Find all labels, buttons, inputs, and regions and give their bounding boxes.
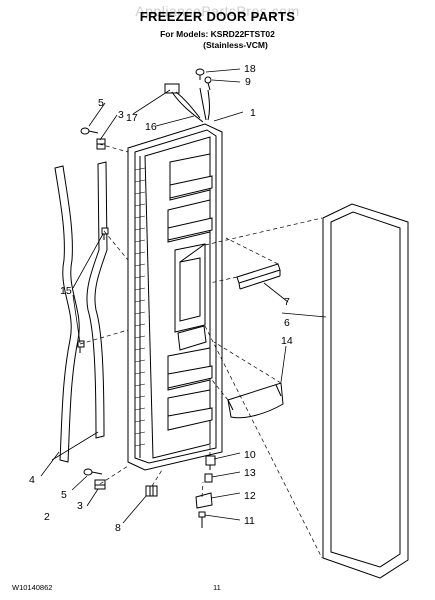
- callout-3-bottom: 3: [77, 500, 83, 512]
- callout-12: 12: [244, 490, 256, 502]
- leader-lines: [40, 68, 327, 524]
- model-line: For Models: KSRD22FTST02: [160, 29, 275, 39]
- door-bin-14: [227, 382, 284, 419]
- top-screw: [80, 127, 99, 135]
- hinge-strip: [54, 165, 80, 463]
- page-number: 11: [213, 583, 221, 592]
- top-bracket: [96, 138, 106, 150]
- screw-9: [204, 76, 212, 91]
- callout-14: 14: [281, 335, 293, 347]
- callout-8: 8: [115, 522, 121, 534]
- callout-7: 7: [284, 296, 290, 308]
- hinge-bar: [86, 161, 108, 439]
- callout-16: 16: [145, 121, 157, 133]
- document-number: W10140862: [12, 583, 53, 592]
- callout-18: 18: [244, 63, 256, 75]
- callout-4: 4: [29, 474, 35, 486]
- callout-17: 17: [126, 112, 138, 124]
- bottom-screw: [83, 468, 103, 476]
- bushing: [145, 485, 158, 497]
- callout-5-bottom: 5: [61, 489, 67, 501]
- callout-13: 13: [244, 467, 256, 479]
- bottom-hinge-assembly: [195, 455, 216, 528]
- dashed-guides: [79, 143, 323, 559]
- callout-3-top: 3: [118, 109, 124, 121]
- callout-1: 1: [250, 107, 256, 119]
- door-panel: [127, 123, 223, 471]
- callout-2: 2: [44, 511, 50, 523]
- door-bin-7: [236, 263, 281, 290]
- callout-6: 6: [284, 317, 290, 329]
- wire-harness: [164, 83, 210, 123]
- callout-15: 15: [60, 285, 72, 297]
- screw-15-upper: [101, 227, 109, 240]
- bottom-bracket: [94, 479, 106, 490]
- callout-9: 9: [245, 76, 251, 88]
- callout-labels: 1 2 3 3 4 5 5 6 7 8 9 10 11 12 13 14 15 …: [29, 63, 293, 534]
- callout-5-top: 5: [98, 97, 104, 109]
- watermark: AppliancePartsPros.com: [135, 3, 300, 19]
- callout-11: 11: [244, 515, 255, 527]
- cap-18: [195, 68, 205, 80]
- page-title: FREEZER DOOR PARTS: [139, 9, 296, 24]
- variant-line: (Stainless-VCM): [203, 40, 268, 50]
- callout-10: 10: [244, 449, 256, 461]
- door-gasket: [322, 203, 409, 579]
